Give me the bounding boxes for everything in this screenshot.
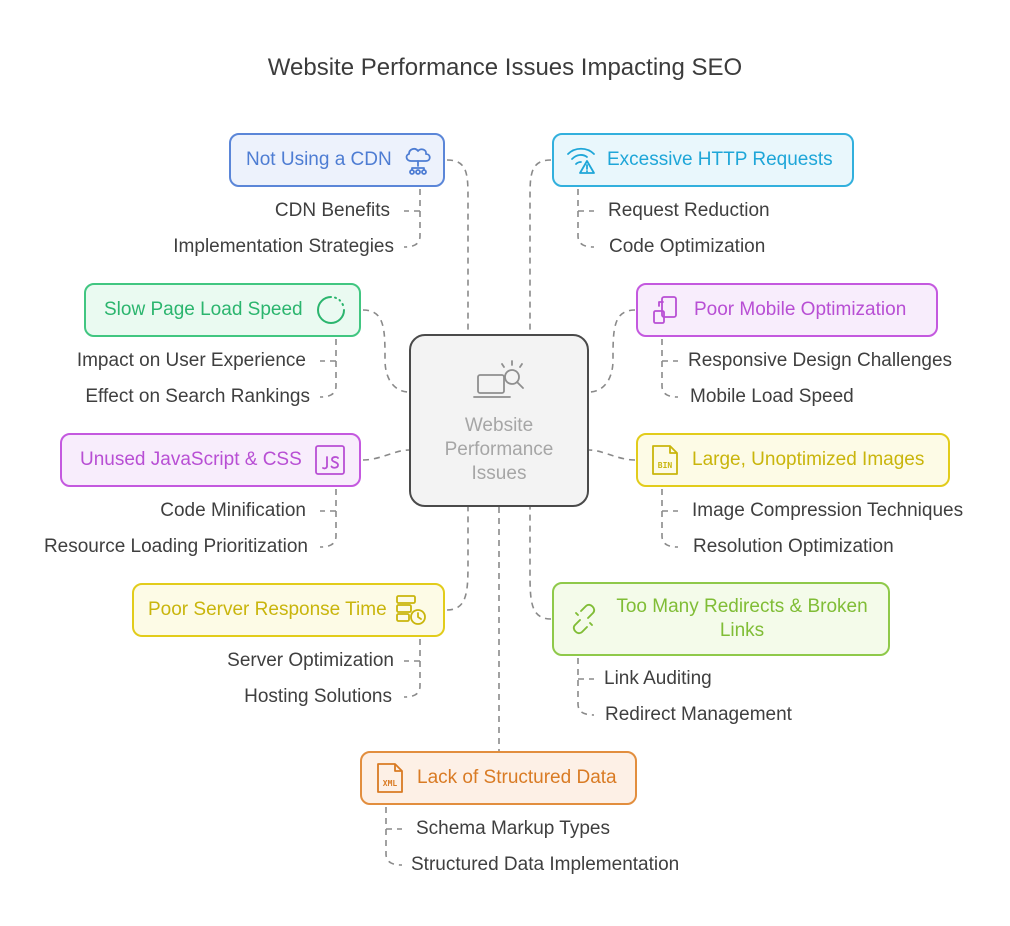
svg-text:BIN: BIN	[658, 461, 673, 470]
child-mobile-load-speed: Mobile Load Speed	[690, 386, 854, 407]
child-redirect-management: Redirect Management	[605, 704, 792, 725]
diagram-title: Website Performance Issues Impacting SEO	[267, 54, 743, 81]
center-label-line2: Performance	[444, 439, 554, 460]
node-too-many-redirects: Too Many Redirects & Broken Links	[552, 582, 890, 656]
child-structured-data-implementation: Structured Data Implementation	[411, 854, 680, 875]
node-unused-javascript-css: Unused JavaScript & CSS	[60, 433, 361, 487]
wifi-alert-icon	[567, 147, 595, 174]
child-link-auditing: Link Auditing	[604, 668, 712, 689]
cloud-network-icon	[405, 147, 431, 175]
node-label-line1: Too Many Redirects & Broken	[616, 596, 868, 617]
node-label: Poor Server Response Time	[148, 599, 387, 620]
child-responsive-design: Responsive Design Challenges	[688, 350, 953, 371]
connector-cdn	[446, 159, 469, 334]
loader-circle-icon	[316, 296, 345, 324]
node-label: Unused JavaScript & CSS	[80, 449, 302, 470]
connector-srv	[446, 507, 469, 611]
child-request-reduction: Request Reduction	[608, 200, 770, 221]
branch-xml	[385, 807, 403, 866]
js-file-icon	[314, 445, 345, 475]
branch-srv	[403, 639, 421, 698]
center-label: Website Performance Issues	[411, 414, 587, 486]
node-slow-page-load-speed: Slow Page Load Speed	[84, 283, 361, 337]
node-not-using-cdn: Not Using a CDN	[229, 133, 445, 187]
branch-img	[661, 489, 679, 548]
child-resolution-optimization: Resolution Optimization	[693, 536, 894, 557]
child-impact-user-experience: Impact on User Experience	[76, 350, 306, 371]
branch-mob	[661, 339, 679, 398]
branch-cdn	[403, 189, 421, 248]
center-node: Website Performance Issues	[409, 334, 589, 507]
connector-js	[362, 449, 410, 461]
node-lack-of-structured-data: XML Lack of Structured Data	[360, 751, 637, 805]
node-excessive-http-requests: Excessive HTTP Requests	[552, 133, 854, 187]
bin-file-icon: BIN	[652, 445, 678, 475]
branch-http	[577, 189, 595, 248]
connector-img	[588, 449, 636, 461]
broken-link-icon	[572, 603, 596, 635]
child-cdn-benefits: CDN Benefits	[274, 200, 390, 221]
child-image-compression: Image Compression Techniques	[692, 500, 964, 521]
laptop-search-icon	[473, 360, 524, 398]
center-label-line1: Website	[464, 415, 534, 436]
node-label: Excessive HTTP Requests	[607, 149, 833, 170]
node-poor-mobile-optimization: Poor Mobile Optimization	[636, 283, 938, 337]
node-label: Not Using a CDN	[246, 149, 392, 170]
child-code-minification: Code Minification	[160, 500, 306, 521]
server-clock-icon	[395, 595, 426, 625]
branch-red	[577, 658, 595, 716]
node-label: Lack of Structured Data	[417, 767, 617, 788]
center-label-line3: Issues	[471, 463, 527, 484]
node-large-unoptimized-images: BIN Large, Unoptimized Images	[636, 433, 950, 487]
node-label: Large, Unoptimized Images	[692, 449, 925, 470]
node-label: Slow Page Load Speed	[104, 299, 303, 320]
connector-http	[529, 159, 552, 334]
connector-mob	[588, 309, 636, 393]
connector-slow	[362, 309, 410, 393]
node-label-line2: Links	[719, 620, 765, 641]
child-implementation-strategies: Implementation Strategies	[173, 236, 394, 257]
branch-js	[319, 489, 337, 548]
child-hosting-solutions: Hosting Solutions	[244, 686, 392, 707]
node-label: Too Many Redirects & Broken Links	[607, 595, 877, 643]
child-schema-markup-types: Schema Markup Types	[416, 818, 610, 839]
child-resource-loading: Resource Loading Prioritization	[43, 536, 308, 557]
node-label: Poor Mobile Optimization	[694, 299, 907, 320]
child-server-optimization: Server Optimization	[227, 650, 394, 671]
xml-file-icon: XML	[377, 763, 403, 793]
child-code-optimization: Code Optimization	[609, 236, 766, 257]
child-effect-search-rankings: Effect on Search Rankings	[85, 386, 310, 407]
resize-device-icon	[653, 296, 677, 324]
branch-slow	[319, 339, 337, 398]
connector-red	[529, 507, 552, 620]
svg-text:XML: XML	[383, 779, 398, 788]
node-poor-server-response-time: Poor Server Response Time	[132, 583, 445, 637]
